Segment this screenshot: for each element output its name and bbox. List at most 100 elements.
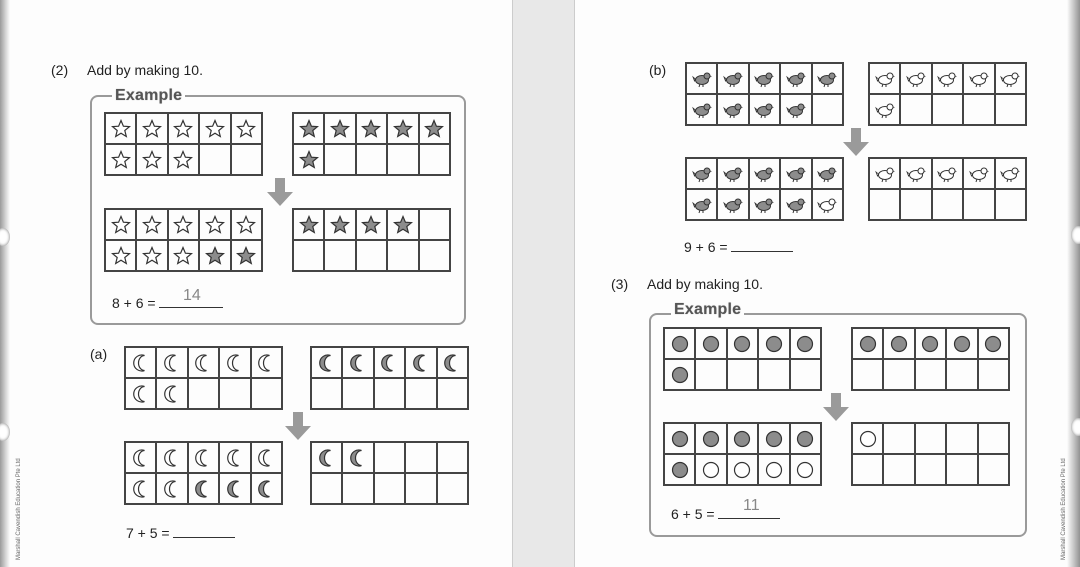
moon-filled-icon (195, 479, 208, 498)
ten-frame-cell (436, 442, 468, 473)
bird-filled-icon (786, 103, 806, 118)
ten-frame-cell (780, 63, 812, 94)
moon-filled-icon (318, 353, 331, 372)
ten-frame-cell (418, 113, 450, 144)
ten-frame-cell (125, 347, 157, 378)
bird-outline-icon (874, 72, 895, 87)
ten-frame-cell (405, 378, 437, 409)
ten-frame-cell (105, 144, 137, 175)
ten-frame-cell (914, 359, 947, 390)
ten-frame-cell (125, 442, 157, 473)
counter-outline-icon (797, 461, 814, 478)
ten-frame-cell (869, 158, 901, 189)
counter-filled-icon (985, 335, 1002, 352)
ten-frame-cell (230, 113, 262, 144)
ten-frame-cell (342, 378, 374, 409)
ten-frame (104, 112, 263, 176)
ten-frame-cell (373, 378, 406, 409)
ten-frame-cell (789, 423, 821, 454)
star-outline-icon (142, 245, 163, 265)
ten-frame-cell (156, 378, 188, 409)
ten-frame-cell (852, 359, 884, 390)
ten-frame-cell (418, 144, 450, 175)
bird-filled-icon (723, 103, 744, 118)
ten-frame-cell (387, 144, 419, 175)
star-outline-icon (173, 214, 194, 234)
moon-filled-icon (318, 448, 331, 467)
ten-frame-cell (250, 473, 282, 504)
star-outline-icon (142, 118, 163, 138)
counter-outline-icon (702, 461, 720, 478)
ten-frame (663, 327, 822, 391)
ten-frame-cell (664, 359, 696, 390)
ten-frame-cell (695, 423, 727, 454)
star-outline-icon (142, 149, 163, 169)
ten-frame-cell (167, 144, 200, 175)
ten-frame (868, 157, 1027, 221)
answer-blank[interactable] (731, 237, 794, 252)
moon-outline-icon (258, 353, 270, 372)
left-page-edge (0, 0, 10, 567)
bird-filled-icon (786, 167, 806, 182)
ten-frame-cell (387, 113, 419, 144)
bird-outline-icon (874, 103, 895, 118)
binder-hole (0, 423, 10, 441)
ten-frame-cell (869, 189, 901, 220)
star-outline-icon (110, 214, 131, 234)
ten-frame-cell (726, 359, 759, 390)
ten-frame (310, 441, 469, 505)
down-arrow-shape (267, 178, 293, 206)
star-outline-icon (173, 149, 194, 169)
ten-frame-cell (167, 209, 200, 240)
bird-outline-icon (1000, 167, 1021, 182)
example-answer: 14 (183, 287, 201, 304)
moon-outline-icon (132, 353, 145, 372)
counter-filled-icon (702, 430, 720, 447)
moon-outline-icon (132, 448, 145, 467)
ten-frame-cell (994, 158, 1026, 189)
ten-frame-cell (436, 473, 468, 504)
counter-filled-icon (922, 335, 939, 352)
moon-filled-icon (381, 353, 394, 372)
down-arrow-shape (285, 412, 311, 440)
binder-hole (1071, 226, 1080, 244)
ten-frame-cell (187, 378, 220, 409)
moon-outline-icon (164, 353, 176, 372)
ten-frame-cell (342, 347, 374, 378)
ten-frame-cell (355, 209, 388, 240)
star-outline-icon (204, 118, 225, 138)
star-outline-icon (204, 214, 225, 234)
ten-frame-cell (324, 240, 356, 271)
bird-filled-icon (691, 72, 712, 87)
ten-frame-cell (405, 442, 437, 473)
ten-frame-cell (963, 63, 995, 94)
question-instruction: Add by making 10. (647, 276, 763, 292)
bird-filled-icon (723, 198, 744, 213)
star-outline-icon (236, 214, 257, 234)
ten-frame-cell (789, 328, 821, 359)
ten-frame-cell (869, 63, 901, 94)
answer-blank[interactable] (173, 523, 236, 538)
ten-frame-cell (914, 328, 947, 359)
part-label: (a) (90, 346, 108, 362)
counter-filled-icon (702, 335, 720, 352)
ten-frame-cell (726, 328, 759, 359)
question-number: (3) (611, 276, 629, 292)
star-filled-icon (330, 214, 351, 234)
ten-frame-cell (758, 423, 790, 454)
ten-frame-cell (994, 63, 1026, 94)
counter-filled-icon (734, 335, 751, 352)
ten-frame-cell (931, 158, 964, 189)
ten-frame-cell (136, 209, 168, 240)
moon-filled-icon (444, 353, 456, 372)
ten-frame-cell (293, 209, 325, 240)
ten-frame-cell (994, 94, 1026, 125)
ten-frame-cell (758, 454, 790, 485)
ten-frame-cell (963, 158, 995, 189)
ten-frame (124, 441, 283, 505)
moon-outline-icon (132, 479, 145, 498)
star-outline-icon (110, 118, 131, 138)
ten-frame-cell (748, 63, 781, 94)
counter-filled-icon (953, 335, 970, 352)
ten-frame-cell (250, 347, 282, 378)
